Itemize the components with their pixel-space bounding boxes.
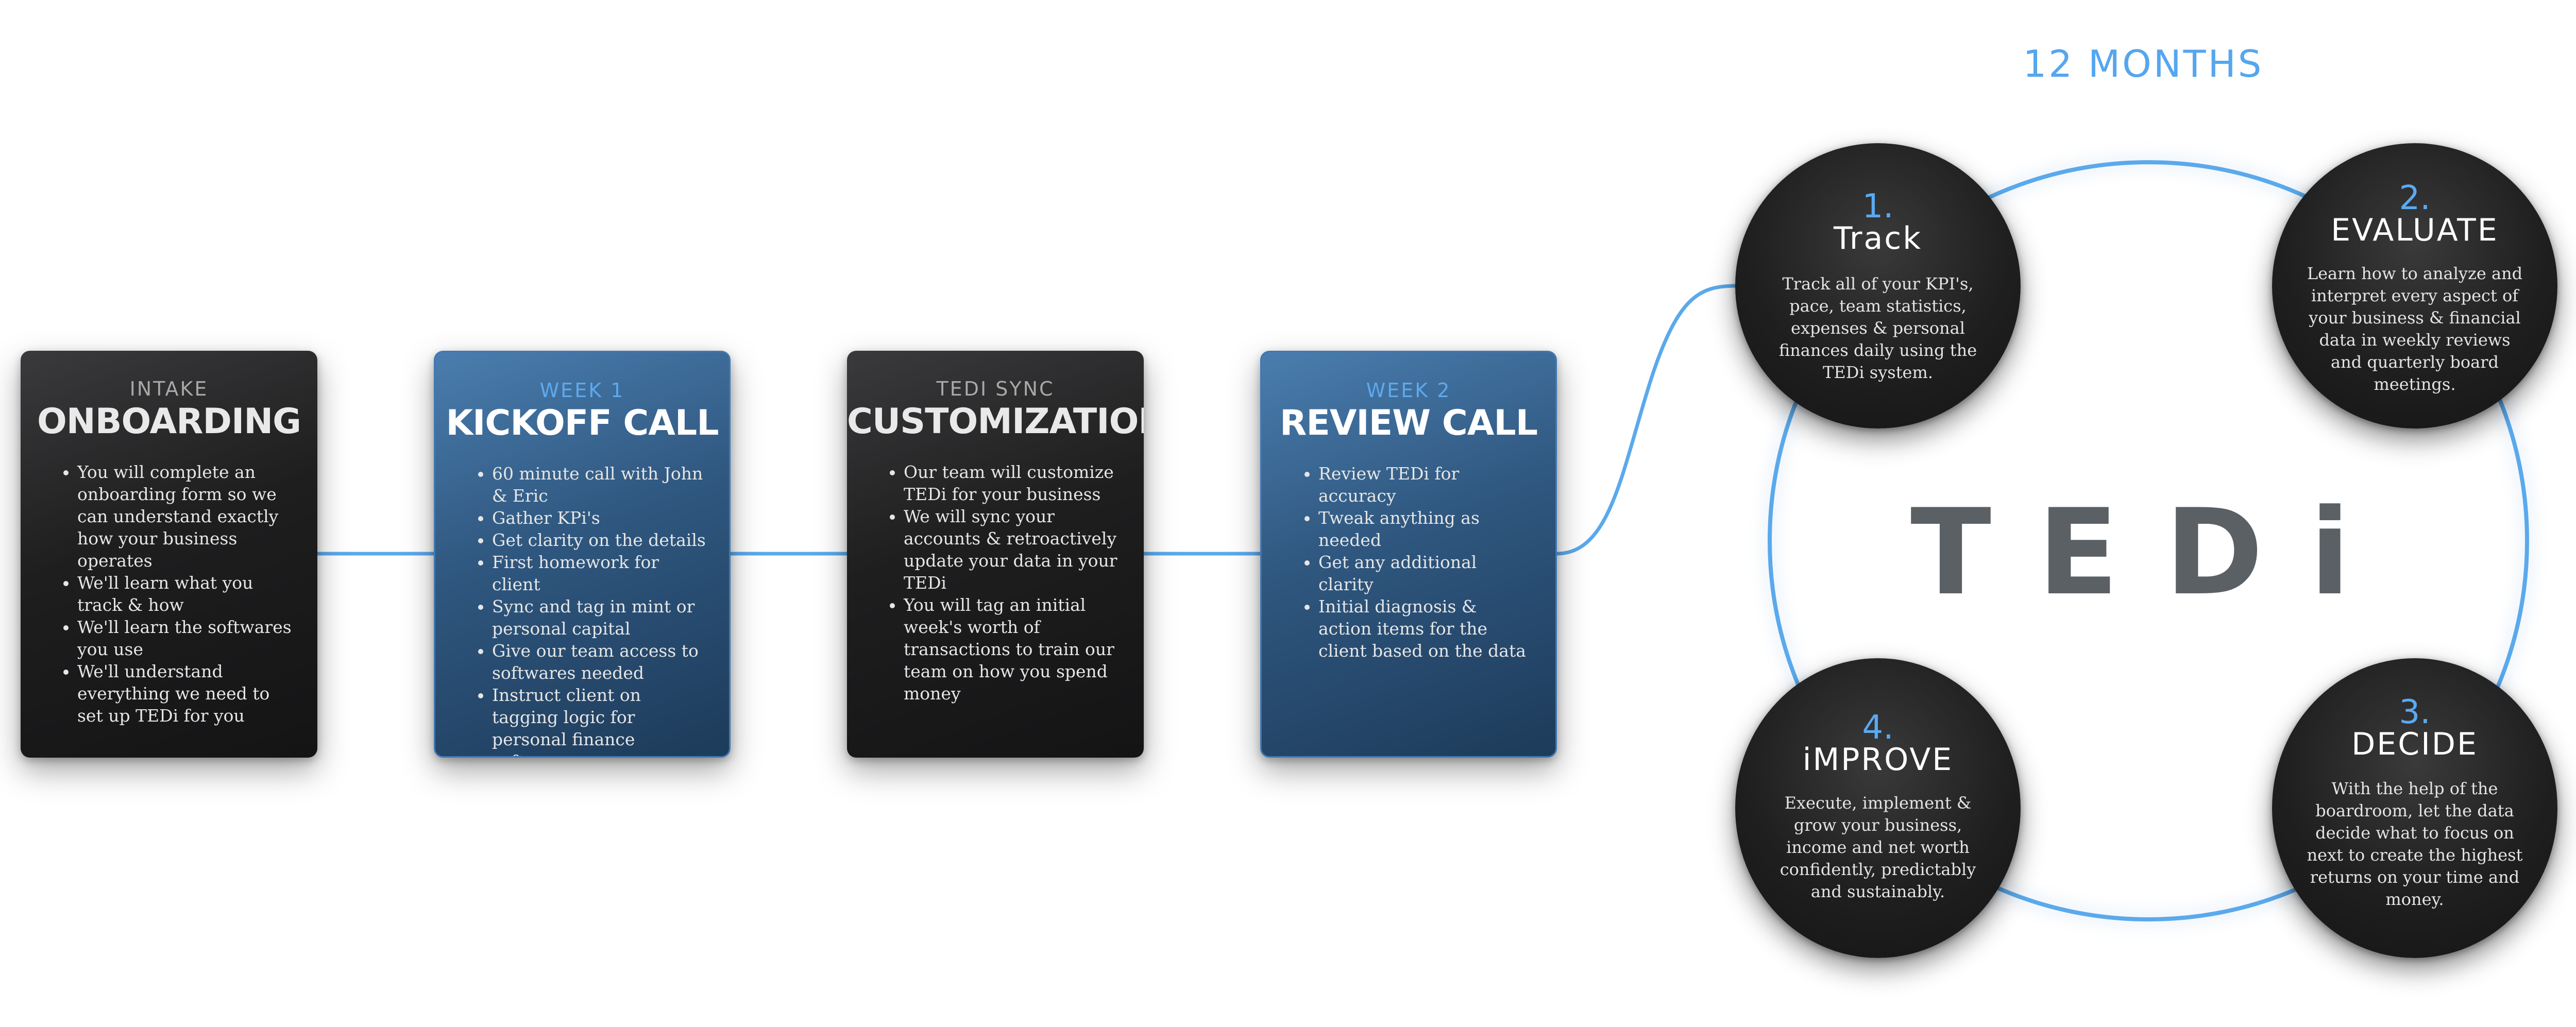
card-bullets: You will complete an onboarding form so … bbox=[50, 461, 297, 727]
step-description: Learn how to analyze and interpret every… bbox=[2307, 264, 2523, 394]
card-title: CUSTOMIZATION bbox=[847, 401, 1144, 442]
card-eyebrow: INTAKE bbox=[129, 378, 209, 400]
step-decide: 3. DECIDE With the help of the boardroom… bbox=[2272, 658, 2557, 958]
step-name: EVALUATE bbox=[2331, 212, 2499, 248]
connector-4-cycle bbox=[1555, 284, 1738, 556]
brand-logo-text: TEDi bbox=[1910, 484, 2397, 622]
bullet-item: Gather KPi's bbox=[492, 507, 708, 529]
card-title: REVIEW CALL bbox=[1279, 403, 1538, 443]
card-title: KICKOFF CALL bbox=[446, 403, 719, 443]
bullet-item: You will tag an initial week's worth of … bbox=[904, 594, 1123, 705]
card-eyebrow: TEDi SYNC bbox=[936, 378, 1055, 400]
card-kickoff-call: WEEK 1 KICKOFF CALL 60 minute call with … bbox=[434, 351, 731, 758]
step-description: Track all of your KPI's, pace, team stat… bbox=[1778, 274, 1977, 382]
step-track: 1. Track Track all of your KPI's, pace, … bbox=[1735, 143, 2021, 429]
bullet-item: Sync and tag in mint or personal capital bbox=[492, 595, 708, 640]
card-customization: TEDi SYNC CUSTOMIZATION Our team will cu… bbox=[847, 351, 1144, 758]
cycle-ring bbox=[1768, 160, 2529, 921]
step-evaluate: 2. EVALUATE Learn how to analyze and int… bbox=[2272, 143, 2557, 429]
step-description: Execute, implement & grow your business,… bbox=[1780, 793, 1976, 901]
bullet-item: Initial diagnosis & action items for the… bbox=[1318, 595, 1535, 662]
bullet-item: 60 minute call with John & Eric bbox=[492, 463, 708, 507]
bullet-item: Instruct client on tagging logic for per… bbox=[492, 684, 708, 756]
bullet-item: We will sync your accounts & retroactive… bbox=[904, 505, 1123, 594]
step-number: 3. bbox=[2399, 693, 2431, 731]
bullet-item: Tweak anything as needed bbox=[1318, 507, 1535, 551]
card-eyebrow: WEEK 1 bbox=[539, 379, 625, 402]
bullet-item: We'll understand everything we need to s… bbox=[77, 660, 297, 727]
bullet-item: We'll learn the softwares you use bbox=[77, 616, 297, 660]
step-name: DECIDE bbox=[2351, 726, 2478, 762]
card-onboarding: INTAKE ONBOARDING You will complete an o… bbox=[21, 351, 317, 758]
step-number: 1. bbox=[1862, 187, 1894, 226]
step-name: iMPROVE bbox=[1802, 742, 1954, 778]
bullet-item: Review TEDi for accuracy bbox=[1318, 463, 1535, 507]
step-number: 2. bbox=[2399, 179, 2431, 217]
card-bullets: 60 minute call with John & Eric Gather K… bbox=[465, 463, 708, 756]
bullet-item: Give our team access to softwares needed bbox=[492, 640, 708, 684]
card-bullets: Our team will customize TEDi for your bu… bbox=[877, 461, 1123, 705]
card-eyebrow: WEEK 2 bbox=[1366, 379, 1451, 402]
cycle-duration-label: 12 MONTHS bbox=[2023, 42, 2264, 85]
bullet-item: Get any additional clarity bbox=[1318, 551, 1535, 595]
card-bullets: Review TEDi for accuracy Tweak anything … bbox=[1292, 463, 1535, 662]
bullet-item: We'll learn what you track & how bbox=[77, 572, 297, 616]
bullet-item: Get clarity on the details bbox=[492, 529, 708, 551]
bullet-item: You will complete an onboarding form so … bbox=[77, 461, 297, 572]
step-number: 4. bbox=[1862, 709, 1894, 747]
step-description: With the help of the boardroom, let the … bbox=[2307, 779, 2523, 909]
card-title: ONBOARDING bbox=[37, 401, 301, 442]
bullet-item: First homework for client bbox=[492, 551, 708, 595]
card-review-call: WEEK 2 REVIEW CALL Review TEDi for accur… bbox=[1260, 351, 1557, 758]
step-improve: 4. iMPROVE Execute, implement & grow you… bbox=[1735, 658, 2021, 958]
bullet-item: Our team will customize TEDi for your bu… bbox=[904, 461, 1123, 505]
step-name: Track bbox=[1833, 220, 1922, 256]
